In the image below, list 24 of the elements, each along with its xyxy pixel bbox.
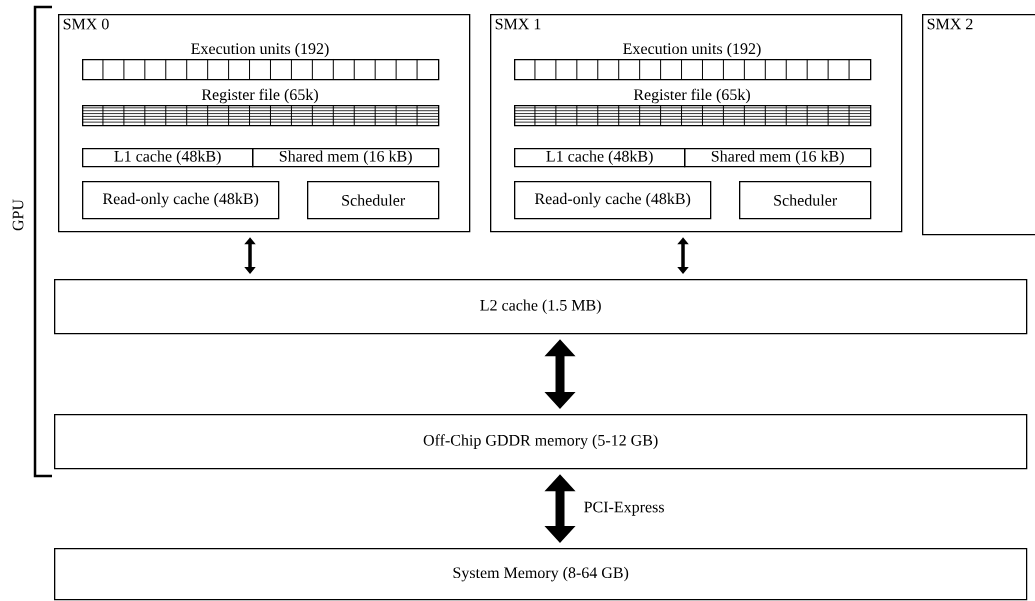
node-label: Execution units (192) [623, 42, 761, 58]
smx-box: SMX 2 [922, 14, 1035, 236]
node-label: Execution units (192) [191, 42, 329, 58]
memory-box: Shared mem (16 kB) [684, 148, 872, 168]
memory-box: L1 cache (48kB) [514, 148, 686, 168]
memory-box: Scheduler [307, 181, 440, 220]
memory-box: L2 cache (1.5 MB) [54, 279, 1028, 335]
register-file-bar: Register file (65k) [513, 88, 872, 127]
memory-box: Read-only cache (48kB) [514, 181, 712, 220]
memory-box: System Memory (8-64 GB) [54, 548, 1028, 601]
memory-box: Off-Chip GDDR memory (5-12 GB) [54, 414, 1028, 470]
edge-label: PCI-Express [584, 501, 664, 516]
execution-units-bar: Execution units (192) [82, 42, 440, 81]
memory-box: L1 cache (48kB) [82, 148, 254, 168]
memory-box: Read-only cache (48kB) [82, 181, 280, 220]
memory-box: Scheduler [739, 181, 872, 220]
arrow [244, 237, 256, 274]
bracket-label: GPU [12, 199, 24, 231]
register-file-bar: Register file (65k) [81, 88, 440, 127]
execution-units-bar: Execution units (192) [514, 42, 872, 81]
arrow [677, 237, 689, 274]
node-label: Register file (65k) [633, 88, 750, 104]
node-label: Register file (65k) [201, 88, 318, 104]
memory-box: Shared mem (16 kB) [252, 148, 440, 168]
